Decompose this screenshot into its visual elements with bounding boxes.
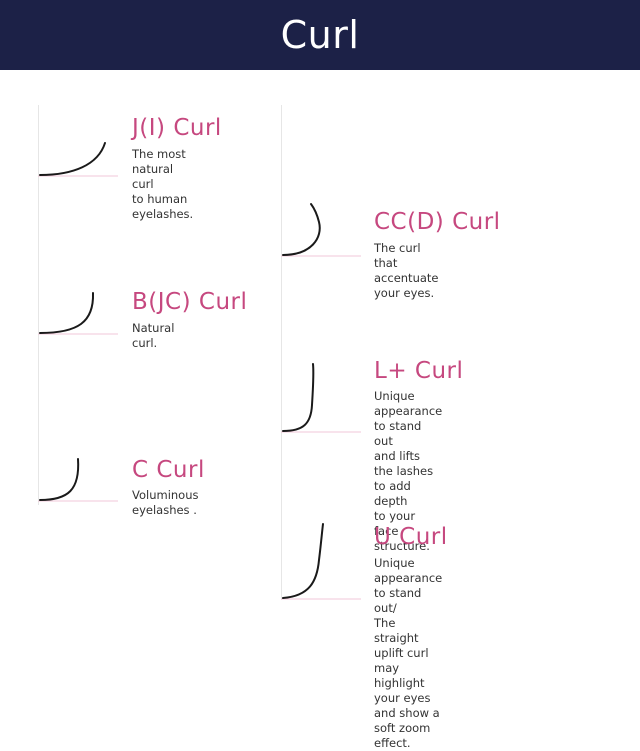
curl-name: J(I) Curl (132, 115, 222, 141)
curl-description: Natural curl. (132, 321, 175, 350)
curl-name: L+ Curl (374, 358, 464, 384)
cc-curl-lash-icon (281, 203, 361, 257)
header-banner: Curl (0, 0, 640, 70)
l-plus-curl-lash-icon (281, 363, 361, 433)
c-curl-lash-icon (38, 458, 118, 502)
curl-name: U Curl (374, 524, 448, 550)
curl-description: Voluminous eyelashes . (132, 488, 199, 517)
curl-description: The most natural curl to human eyelashes… (132, 147, 194, 221)
b-curl-lash-icon (38, 292, 118, 335)
left-guide-line (38, 105, 39, 505)
curl-description: The curl that accentuate your eyes. (374, 241, 439, 300)
u-curl-lash-icon (281, 523, 361, 600)
curl-name: CC(D) Curl (374, 209, 501, 235)
right-guide-line (281, 105, 282, 600)
curl-description: Unique appearance to stand out/ The stra… (374, 556, 443, 750)
curl-name: B(JC) Curl (132, 289, 248, 315)
j-curl-lash-icon (38, 142, 118, 177)
page-title: Curl (280, 13, 360, 57)
curl-name: C Curl (132, 457, 205, 483)
curl-description: Unique appearance to stand out and lifts… (374, 389, 443, 553)
